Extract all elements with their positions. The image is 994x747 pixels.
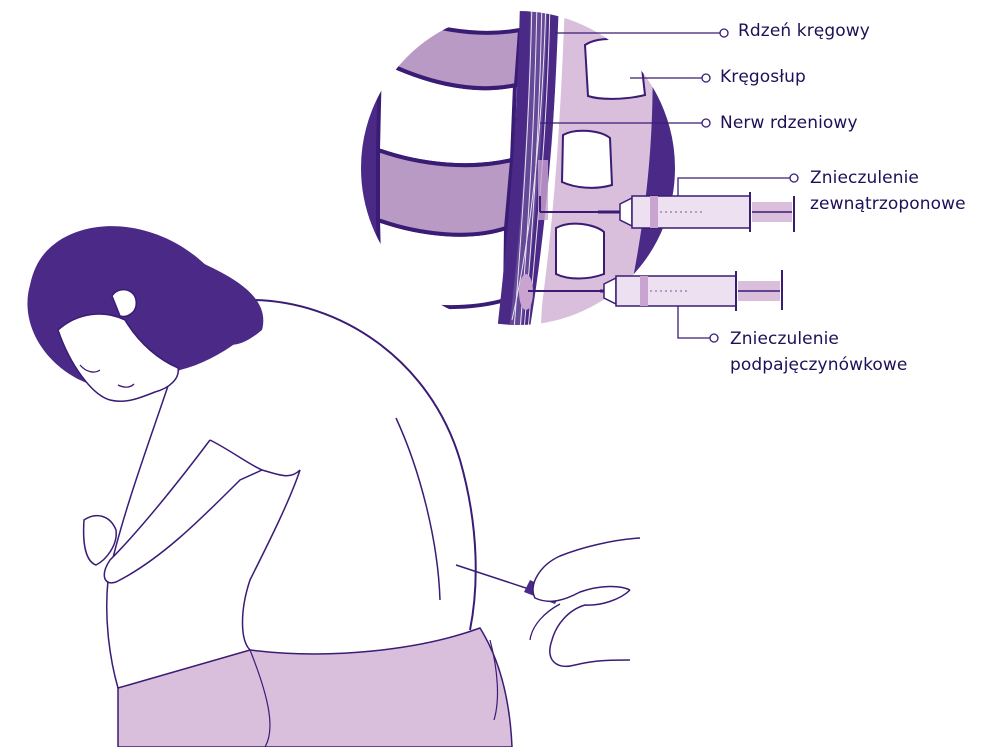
pants — [118, 628, 512, 747]
folded-arms — [104, 440, 300, 650]
label-spinal-nerve: Nerw rdzeniowy — [720, 110, 858, 136]
spinal-syringe — [600, 270, 782, 311]
spinous-process — [556, 224, 604, 279]
label-spine: Kręgosłup — [720, 64, 806, 90]
back-outline — [250, 300, 476, 630]
spinous-process — [562, 131, 612, 188]
needle — [456, 565, 538, 592]
spinous-process — [585, 39, 645, 99]
label-spinal-cord: Rdzeń kręgowy — [738, 18, 870, 44]
intervertebral-disc — [378, 150, 512, 235]
label-spinal: Znieczulenie podpajęczynówkowe — [730, 326, 908, 378]
label-epidural: Znieczulenie zewnątrzoponowe — [810, 165, 966, 217]
